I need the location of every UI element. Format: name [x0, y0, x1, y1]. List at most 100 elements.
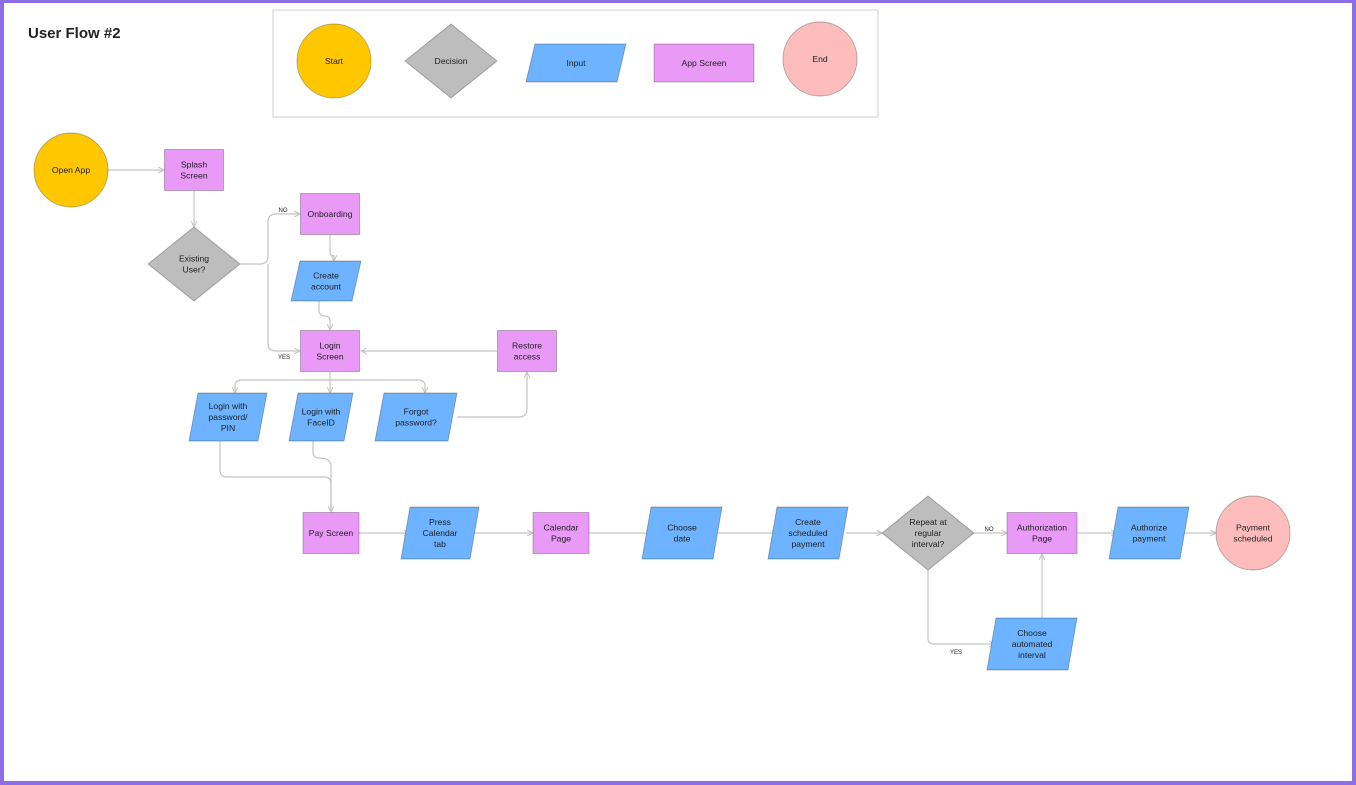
- choose-automated-interval-label-line: Choose: [1017, 628, 1047, 638]
- legend-item-start: Start: [296, 23, 372, 99]
- legend-item-end: End: [782, 21, 858, 97]
- input-shape: [767, 506, 849, 560]
- open-app-label: Open App: [52, 165, 90, 175]
- create-scheduled-payment-label-line: scheduled: [788, 528, 827, 538]
- existing-user-label-line: User?: [183, 265, 206, 275]
- login-password-pin-label-line: Login with: [209, 401, 248, 411]
- choose-date-label-line: date: [674, 534, 691, 544]
- node-open-app: Open App: [33, 132, 109, 208]
- edge-label-no-authorization: NO: [985, 527, 994, 533]
- input-shape: [1108, 506, 1190, 560]
- connector-password-to-pay: [219, 441, 331, 512]
- app-screen-shape: [300, 193, 360, 235]
- node-onboarding: Onboarding: [300, 193, 360, 235]
- input-shape: [986, 617, 1078, 671]
- legend-label-line: Decision: [435, 56, 468, 66]
- pay-screen-label-line: Pay Screen: [309, 528, 354, 538]
- app-screen-shape: [532, 512, 590, 554]
- connector-login-to-password: [235, 372, 331, 393]
- login-password-pin-label-line: password/: [208, 412, 248, 422]
- create-scheduled-payment-label-line: Create: [795, 517, 821, 527]
- node-pay-screen: Pay Screen: [302, 512, 360, 554]
- input-shape: [374, 392, 458, 442]
- input-shape: [400, 506, 480, 560]
- connectors: [108, 170, 1216, 644]
- legend-label: Decision: [435, 56, 468, 66]
- legend-item-decision: Decision: [404, 23, 498, 99]
- press-calendar-tab-label-line: Press: [429, 517, 451, 527]
- legend-label: App Screen: [682, 58, 727, 68]
- legend-label: End: [812, 54, 828, 64]
- calendar-page-label-line: Calendar: [544, 523, 579, 533]
- repeat-interval-label-line: Repeat at: [909, 517, 947, 527]
- input-shape: [525, 43, 627, 83]
- page-title: User Flow #2: [28, 25, 121, 42]
- repeat-interval-label-line: regular: [915, 528, 942, 538]
- calendar-page-label-line: Page: [551, 534, 571, 544]
- decision-shape: [147, 226, 241, 302]
- input-shape: [288, 392, 354, 442]
- app-screen-shape: [300, 330, 360, 372]
- login-screen-label-line: Screen: [316, 352, 343, 362]
- payment-scheduled-label-line: scheduled: [1233, 534, 1272, 544]
- connector-existing-user-branch: [240, 214, 300, 265]
- create-scheduled-payment-label-line: payment: [792, 539, 826, 549]
- create-account-label-line: Create: [313, 271, 339, 281]
- decision-shape: [881, 495, 975, 571]
- connector-login-to-forgot: [330, 379, 425, 393]
- legend: Start Decision Input App Screen End: [272, 9, 879, 118]
- flow-canvas: User Flow #2 Start Decision Input App Scree…: [4, 3, 1352, 781]
- authorize-payment-label-line: Authorize: [1131, 523, 1168, 533]
- connector-onboarding-to-create-account: [329, 235, 334, 261]
- choose-automated-interval-label-line: automated: [1012, 639, 1053, 649]
- splash-screen-label-line: Splash: [181, 160, 207, 170]
- start-shape: [33, 132, 109, 208]
- pay-screen-label: Pay Screen: [309, 528, 354, 538]
- app-screen-shape: [497, 330, 557, 372]
- start-shape: [296, 23, 372, 99]
- app-screen-shape: [302, 512, 360, 554]
- connector-create-account-to-login: [318, 301, 330, 330]
- connector-faceid-to-pay: [312, 441, 332, 512]
- onboarding-label-line: Onboarding: [308, 209, 353, 219]
- restore-access-label-line: access: [514, 352, 541, 362]
- input-shape: [290, 260, 362, 302]
- user-flow-diagram: Start Decision Input App Screen End NOYESNOY…: [33, 9, 1291, 671]
- choose-date-label-line: Choose: [667, 523, 697, 533]
- decision-shape: [404, 23, 498, 99]
- onboarding-label: Onboarding: [308, 209, 353, 219]
- create-account-label-line: account: [311, 282, 342, 292]
- app-screen-shape: [653, 43, 755, 83]
- legend-label: Input: [566, 58, 586, 68]
- open-app-label-line: Open App: [52, 165, 90, 175]
- input-shape: [188, 392, 268, 442]
